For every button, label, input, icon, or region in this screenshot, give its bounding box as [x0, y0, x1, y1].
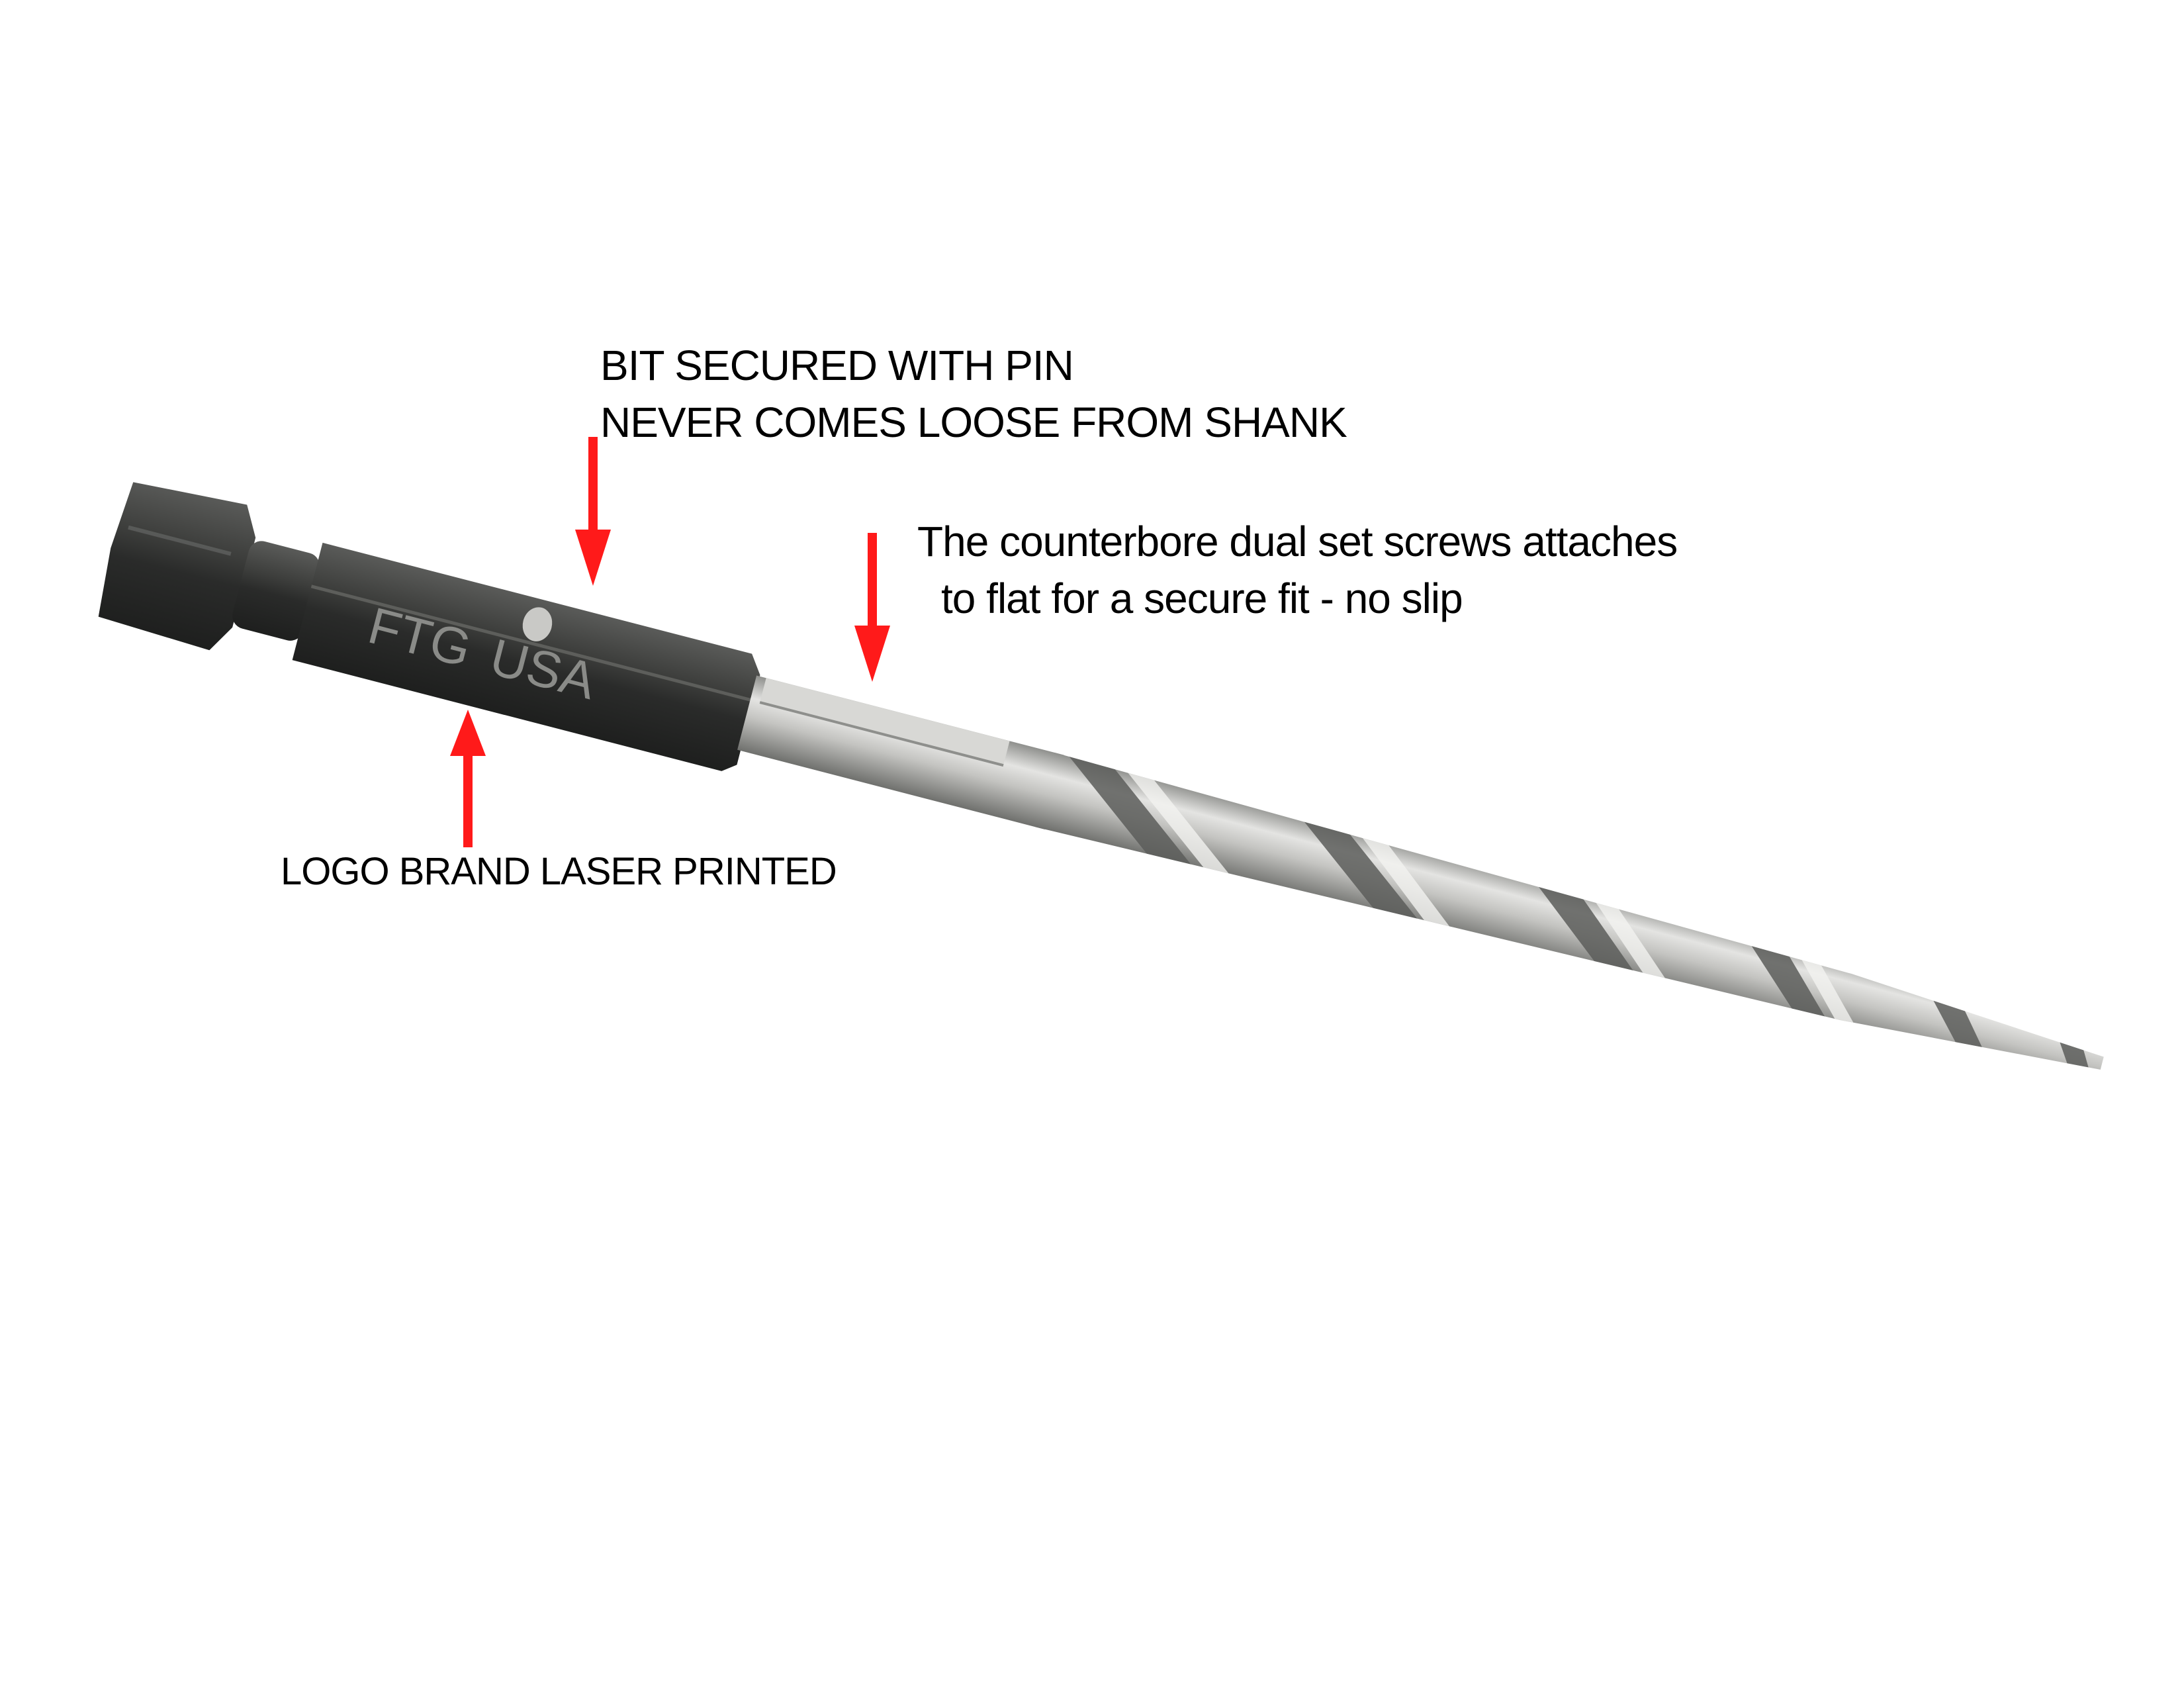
round-shank: [737, 675, 1064, 829]
fluted-body: [1035, 752, 2104, 1101]
set-screw-annotation-line1: The counterbore dual set screws attaches: [917, 518, 1678, 565]
pin-annotation-line2: NEVER COMES LOOSE FROM SHANK: [600, 399, 1347, 446]
set-screw-arrow-icon: [854, 533, 890, 682]
pin-head: [522, 607, 553, 641]
hex-sleeve: FTG USA: [292, 542, 760, 771]
pin-annotation-line1: BIT SECURED WITH PIN: [600, 342, 1074, 389]
logo-arrow-icon: [450, 710, 486, 847]
pin-arrow-icon: [575, 437, 611, 586]
hex-shank-end: [98, 482, 320, 651]
set-screw-annotation-line2: to flat for a secure fit - no slip: [941, 575, 1463, 622]
logo-annotation: LOGO BRAND LASER PRINTED: [281, 850, 837, 893]
